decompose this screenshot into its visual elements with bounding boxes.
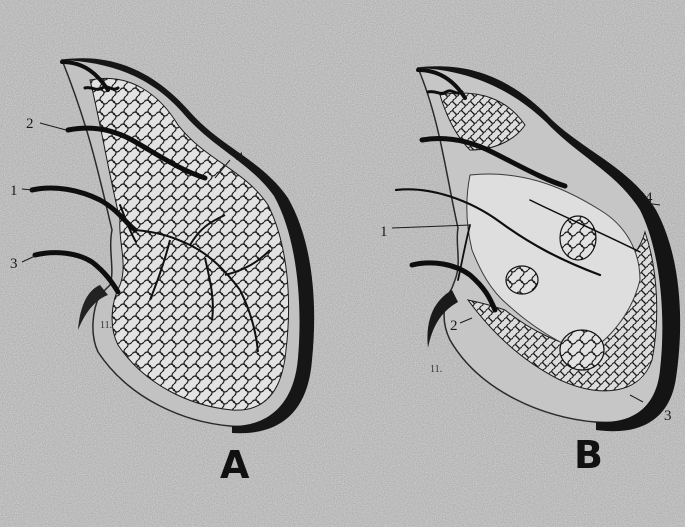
panel-b-callout-2: 2 — [450, 318, 458, 334]
panel-a-callout-4: 4 — [236, 150, 244, 166]
panel-b-small-mark: 11. — [430, 364, 442, 375]
panel-a-callout-2: 2 — [26, 116, 34, 132]
panel-b-callout-1: 1 — [380, 224, 388, 240]
panel-b-callout-3: 3 — [664, 408, 672, 424]
panel-a-small-mark: 11. — [100, 320, 112, 331]
panel-a-label: A — [220, 443, 250, 487]
panel-b-label: B — [574, 433, 603, 477]
panel-a-callout-1: 1 — [10, 183, 18, 199]
panel-a-callout-3: 3 — [10, 256, 18, 272]
panel-b-callout-4: 4 — [645, 190, 653, 206]
